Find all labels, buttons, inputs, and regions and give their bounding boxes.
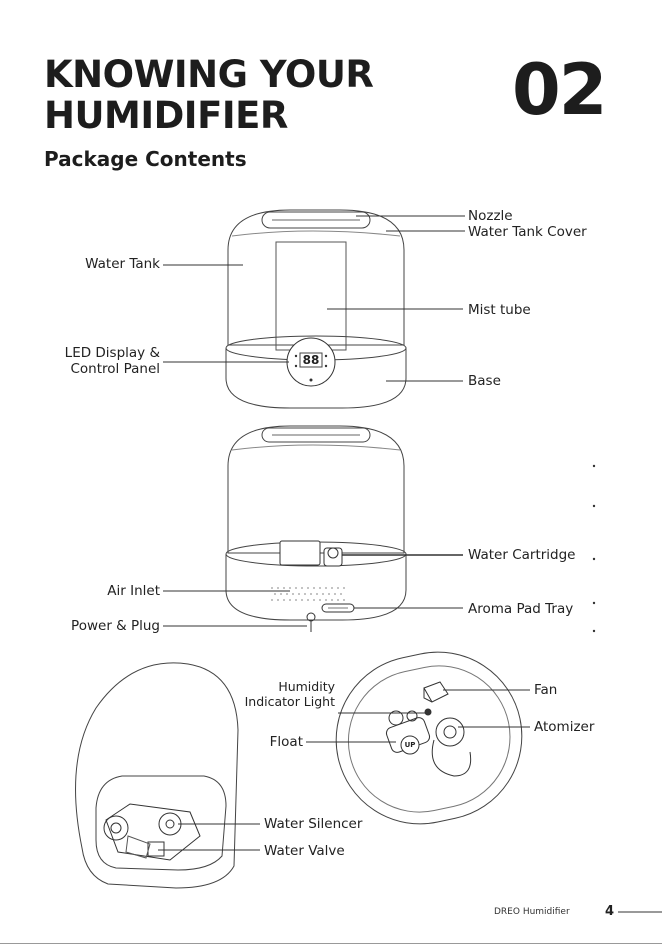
label-led-display: LED Display & Control Panel [30,345,160,377]
label-water-silencer: Water Silencer [264,816,362,832]
label-mist-tube: Mist tube [468,302,531,318]
label-fan: Fan [534,682,557,698]
air-inlet-grille [271,587,345,601]
base-top-view [306,636,537,839]
label-float: Float [220,734,303,750]
label-water-cartridge: Water Cartridge [468,547,576,563]
label-humidity-indicator: Humidity Indicator Light [220,679,335,709]
label-humidity-line2: Indicator Light [220,694,335,709]
footer-brand: DREO Humidifier [494,907,570,917]
label-led-display-line1: LED Display & [30,345,160,361]
label-water-tank-cover: Water Tank Cover [468,224,587,240]
label-nozzle: Nozzle [468,208,513,224]
label-led-display-line2: Control Panel [30,361,160,377]
humidifier-front-view [163,210,465,408]
led-digits: 88 [301,352,321,368]
label-atomizer: Atomizer [534,719,594,735]
bottom-border [0,943,662,944]
label-air-inlet: Air Inlet [40,583,160,599]
label-power-plug: Power & Plug [40,618,160,634]
label-water-tank: Water Tank [40,256,160,272]
page-number: 4 [605,904,614,919]
label-base: Base [468,373,501,389]
label-aroma-pad-tray: Aroma Pad Tray [468,601,573,617]
label-humidity-line1: Humidity [220,679,335,694]
float-up-badge: UP [401,739,419,751]
label-water-valve: Water Valve [264,843,345,859]
